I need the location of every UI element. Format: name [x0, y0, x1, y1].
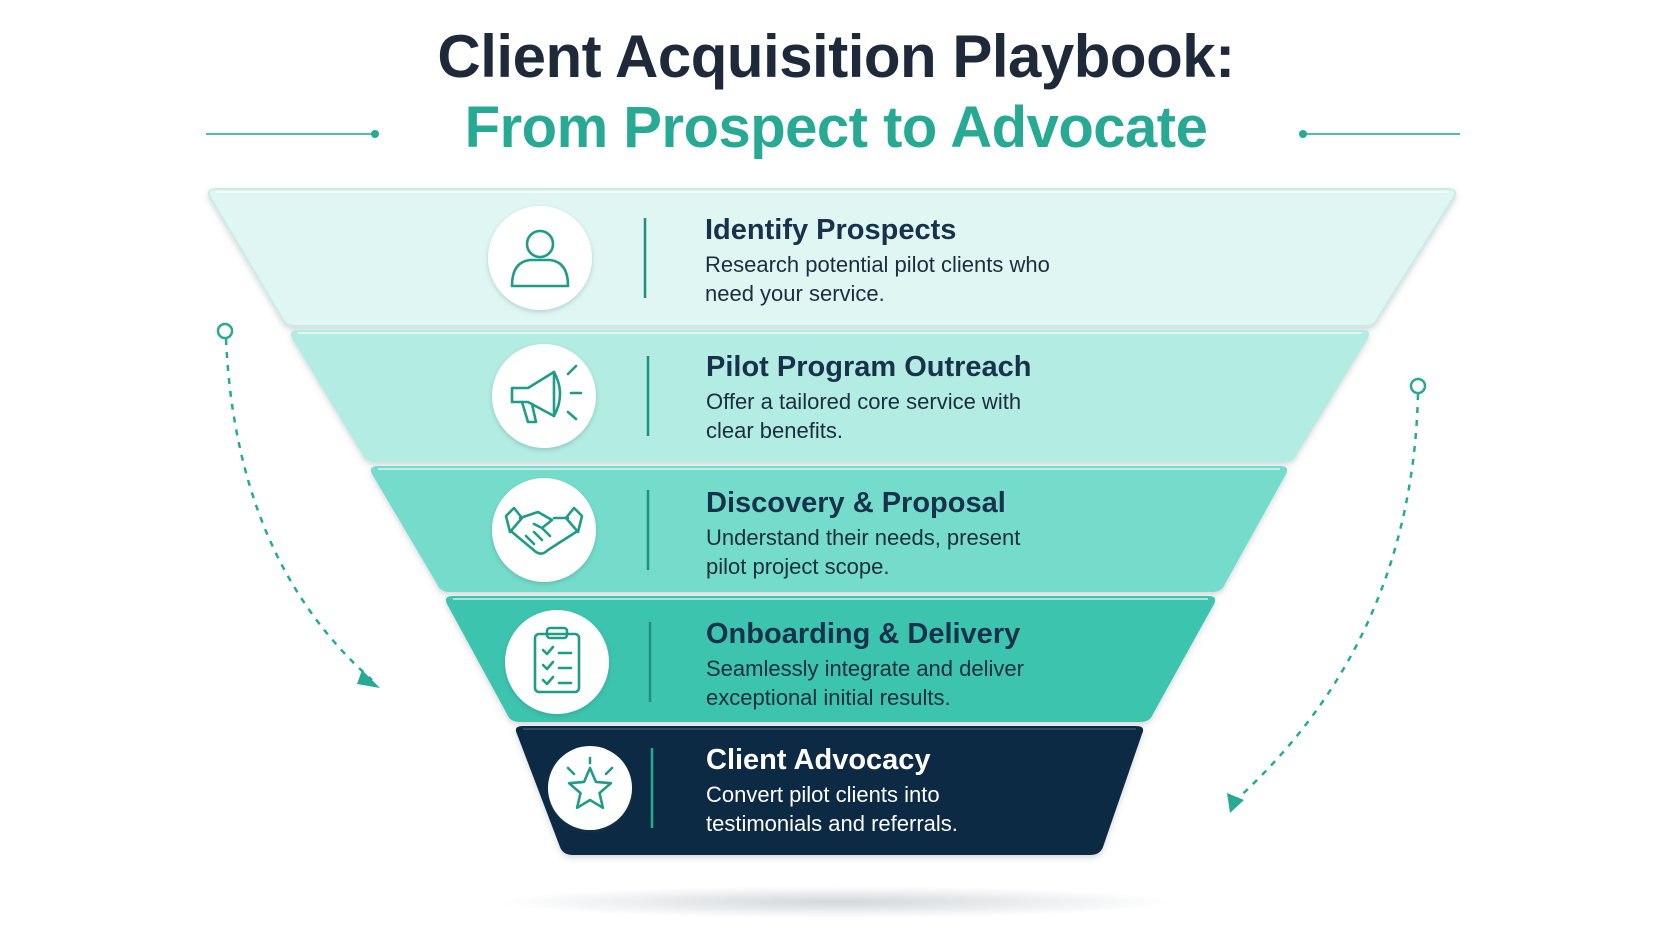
stage-1-text: Identify Prospects Research potential pi…	[705, 212, 1125, 308]
stage-5-icon-disc	[548, 746, 632, 830]
title-decoration-right	[1299, 130, 1460, 138]
funnel-stage-4-band	[445, 596, 1216, 722]
handshake-icon	[504, 506, 584, 555]
stage-3-description: Understand their needs, present pilot pr…	[706, 525, 1021, 579]
stage-2-text: Pilot Program Outreach Offer a tailored …	[706, 349, 1126, 445]
title-decoration-left	[206, 130, 379, 138]
stage-3-text: Discovery & Proposal Understand their ne…	[706, 485, 1126, 581]
stage-5-text: Client Advocacy Convert pilot clients in…	[706, 742, 1126, 838]
clipboard-checklist-icon	[533, 626, 581, 694]
stage-2-title: Pilot Program Outreach	[706, 351, 1032, 383]
left-flow-arrow	[216, 322, 380, 688]
person-icon	[510, 229, 570, 288]
stage-5-title: Client Advocacy	[706, 744, 931, 776]
stage-4-text: Onboarding & Delivery Seamlessly integra…	[706, 616, 1126, 712]
right-flow-arrow	[1227, 377, 1427, 813]
stage-1-title: Identify Prospects	[705, 214, 957, 246]
stage-2-description: Offer a tailored core service with clear…	[706, 389, 1022, 443]
stage-1-description: Research potential pilot clients who nee…	[705, 252, 1050, 306]
stage-4-description: Seamlessly integrate and deliver excepti…	[706, 656, 1024, 710]
stage-4-title: Onboarding & Delivery	[706, 618, 1021, 650]
stage-2-icon-disc	[492, 344, 596, 448]
funnel-stage-3-band	[370, 466, 1288, 592]
funnel-ground-shadow	[496, 886, 1176, 918]
page-subtitle: From Prospect to Advocate	[464, 95, 1208, 160]
page-title: Client Acquisition Playbook:	[437, 23, 1235, 90]
stage-4-icon-disc	[505, 610, 609, 714]
funnel-stage-5-band	[515, 726, 1144, 855]
stage-5-description: Convert pilot clients into testimonials …	[706, 782, 958, 836]
stage-3-title: Discovery & Proposal	[706, 487, 1006, 519]
megaphone-icon	[510, 364, 583, 424]
star-icon	[566, 756, 614, 810]
